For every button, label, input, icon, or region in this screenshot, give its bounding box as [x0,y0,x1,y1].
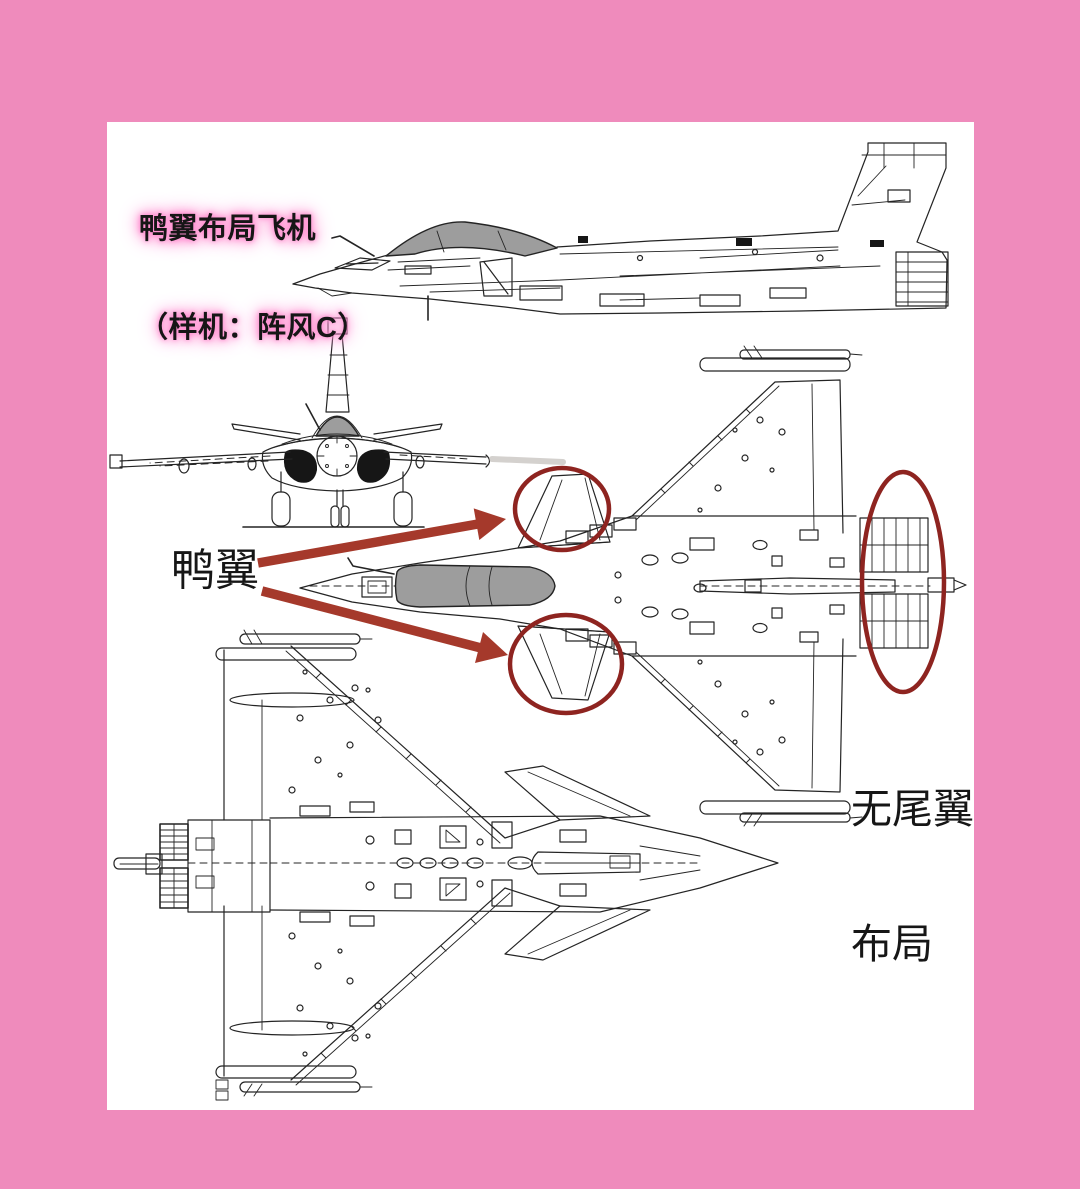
front-view-drawing [109,317,566,528]
side-engine-nozzle [895,251,949,307]
top-canard-lower [517,625,611,701]
bottom-fuselage-details [269,801,701,927]
bottom-engine-nozzles [159,823,189,909]
nose-wheel [330,505,340,528]
bottom-rear-fuselage [187,819,271,913]
wing-pylon-top [229,692,355,708]
canard-arrow-lower [260,586,508,663]
front-canards [231,423,443,441]
canard-highlight-circle-lower [507,612,625,716]
front-intake-left [283,449,318,483]
wingtip-rail-bottomview-top [215,629,373,661]
front-tail-fin [325,317,350,413]
wingtip-rail-bottom [699,800,863,827]
top-wing-lower [631,638,844,793]
front-radome [316,435,358,477]
front-antenna [305,403,321,431]
tailless-label-line1: 无尾翼 [851,786,974,832]
bottom-tail-boom [113,853,163,875]
bottom-canard-lower [504,905,651,961]
title-line1: 鸭翼布局飞机 [139,213,317,245]
side-tail-fin [851,142,947,206]
front-wings [109,451,491,474]
front-landing-gear [271,471,413,528]
front-intake-right [356,449,391,483]
wingtip-missile-left [109,454,123,469]
wing-pylon-bottom [229,1020,355,1036]
tailless-label: 无尾翼 布局 [851,697,974,1057]
main-wheel-left [271,491,291,527]
tail-highlight-ellipse [859,469,947,695]
top-engine-nozzles [859,517,967,649]
wingtip-rail-bottomview-bottom [215,1065,373,1101]
top-wing-upper [631,379,844,534]
bottom-canard-upper [504,765,651,821]
side-canopy [385,221,558,257]
main-wheel-right [393,491,413,527]
top-fin-spine [699,577,931,595]
annotation-shapes [257,465,947,716]
front-canopy-dome [315,416,360,437]
bottom-wing-lower [229,887,561,1086]
top-canopy [394,564,556,608]
top-view-drawing [299,345,967,827]
wingtip-rail-top [699,345,863,372]
tail-boom [927,577,955,593]
canard-highlight-circle-upper [512,465,612,553]
side-canard [334,257,391,271]
side-view-drawing [292,142,949,321]
top-probe [347,557,395,575]
tailless-label-line2: 布局 [851,921,933,967]
bottom-wing-upper [229,645,561,844]
canard-arrow-upper [257,508,506,568]
canard-label: 鸭翼 [171,546,259,595]
nose-wheel [340,505,350,528]
refueling-probe [331,235,375,257]
page-title: 鸭翼布局飞机 （样机：阵风C） [139,147,367,411]
title-line2: （样机：阵风C） [139,312,367,344]
diagram-panel [107,122,974,1110]
bottom-view-drawing [113,629,779,1101]
